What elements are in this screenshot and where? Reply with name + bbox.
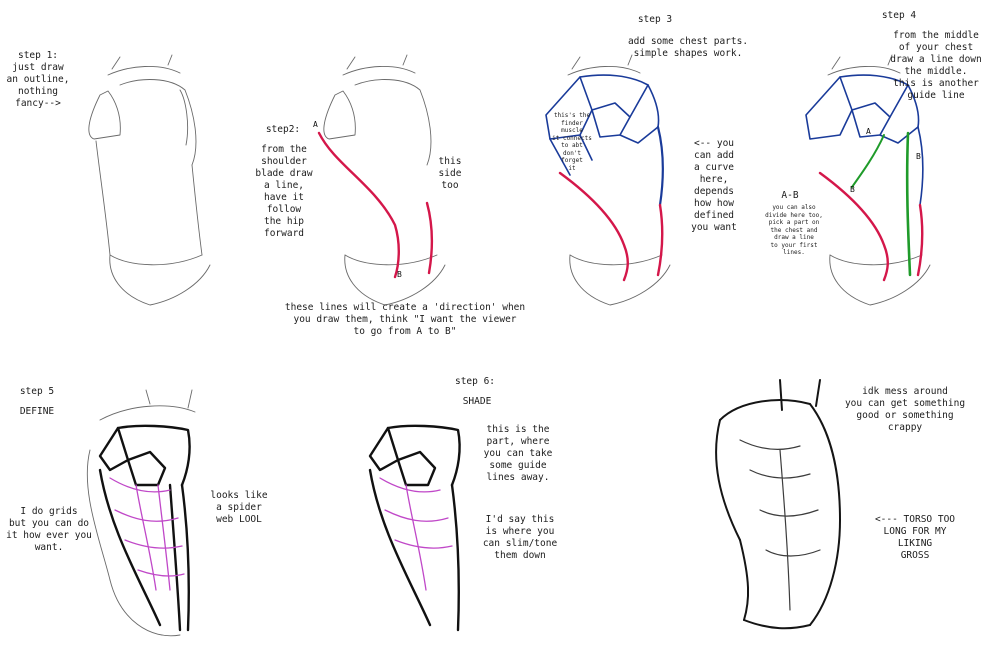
step4-ab-title: A-B (781, 190, 799, 201)
step6-subtitle: SHADE (462, 396, 492, 407)
step1-instruction: step 1: just draw an outline, nothing fa… (6, 50, 70, 109)
step4-title: step 4 (881, 10, 917, 21)
step3-title: step 3 (637, 14, 673, 25)
step5-web-note: looks like a spider web LOOL (210, 490, 268, 525)
step4-red-guide-right (916, 203, 924, 277)
step4-point-b: B (850, 185, 855, 194)
step4-chest-shapes (805, 74, 924, 206)
step3-red-guide-right (656, 203, 664, 277)
step3-instruction: add some chest parts. simple shapes work… (627, 36, 749, 59)
step2-torso-drawing (317, 54, 446, 306)
step7-mess-note: idk mess around you can get something go… (844, 386, 966, 433)
step4-green-middle-line (905, 131, 912, 277)
step4-torso-drawing (805, 54, 931, 306)
step4-point-b2: B (916, 152, 921, 161)
step3-curve-note: <-- you can add a curve here, depends ho… (691, 138, 737, 233)
step4-instruction: from the middle of your chest draw a lin… (890, 30, 982, 101)
step5-black-outlines (98, 424, 191, 632)
step2-instruction: from the shoulder blade draw a line, hav… (255, 144, 313, 239)
step2-red-guide-right (425, 201, 433, 275)
step5-subtitle: DEFINE (19, 406, 55, 417)
step5-title: step 5 (19, 386, 55, 397)
step6-part-note: this is the part, where you can take som… (483, 424, 553, 483)
step3-blue-curve (656, 125, 664, 207)
step2-side-note: this side too (438, 156, 462, 191)
step6-title: step 6: (454, 376, 496, 387)
step2-direction-note: these lines will create a 'direction' wh… (284, 302, 526, 337)
step4-green-divide-line (851, 134, 885, 188)
step5-grid-lines (109, 477, 185, 591)
step1-torso-outline-drawing (88, 54, 211, 306)
step6-shaded-torso-drawing (368, 424, 461, 632)
step7-torso-note: <--- TORSO TOO LONG FOR MY LIKING GROSS (874, 514, 956, 561)
step4-point-a: A (866, 127, 871, 136)
step3-muscle-note: this's the finder muscle it connects to … (552, 112, 592, 172)
step4-ab-note: you can also divide here too, pick a par… (765, 204, 823, 256)
step2-point-b: B (397, 270, 402, 279)
step3-torso-drawing (545, 54, 671, 306)
step3-chest-shapes (545, 74, 660, 176)
step5-grid-note: I do grids but you can do it how ever yo… (6, 506, 92, 553)
step2-title: step2: (265, 124, 301, 135)
step6-slim-note: I'd say this is where you can slim/tone … (482, 514, 558, 561)
step5-torso-drawing (86, 389, 196, 637)
step4-red-guide-left (818, 171, 889, 282)
step2-point-a: A (313, 120, 318, 129)
step7-finished-torso-drawing (715, 379, 841, 630)
step3-red-guide-left (558, 171, 629, 282)
step2-red-guide-left (317, 131, 400, 279)
